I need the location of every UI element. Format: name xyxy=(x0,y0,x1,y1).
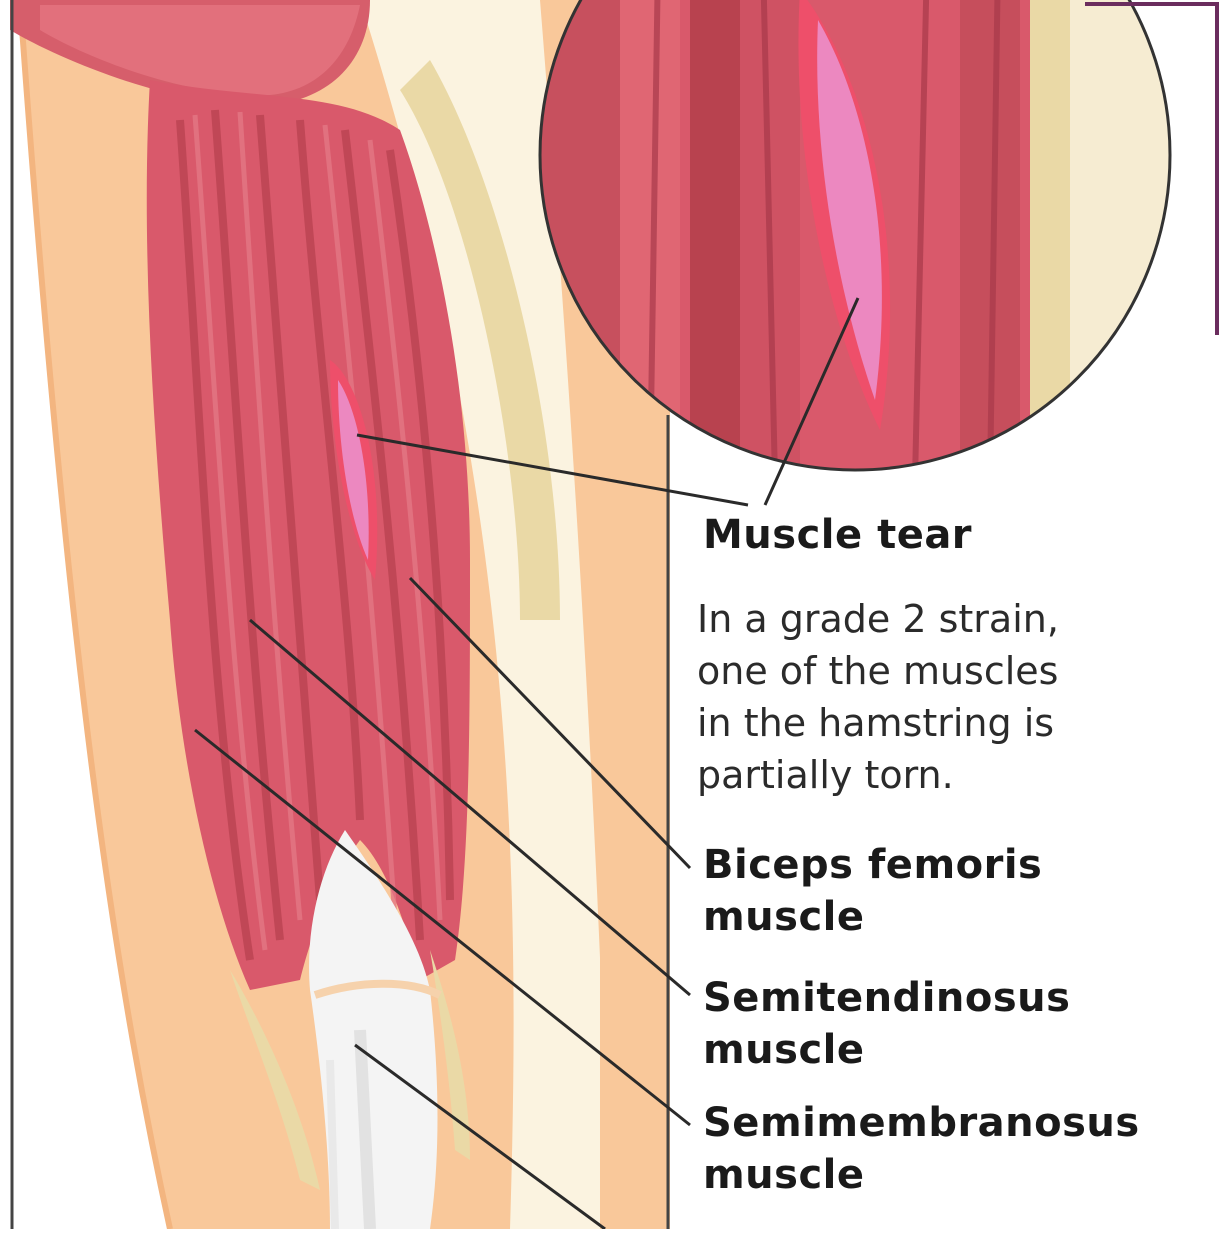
description-text: In a grade 2 strain, one of the muscles … xyxy=(697,593,1059,801)
label-line: Semitendinosus xyxy=(703,972,1070,1024)
label-semimembranosus: Semimembranosus muscle xyxy=(703,1097,1140,1201)
label-line: muscle xyxy=(703,891,1042,943)
label-muscle-tear: Muscle tear xyxy=(703,509,972,561)
description-line: in the hamstring is xyxy=(697,697,1059,749)
label-line: muscle xyxy=(703,1149,1140,1201)
label-line: Biceps femoris xyxy=(703,839,1042,891)
label-semitendinosus: Semitendinosus muscle xyxy=(703,972,1070,1076)
label-biceps-femoris: Biceps femoris muscle xyxy=(703,839,1042,943)
description-line: In a grade 2 strain, xyxy=(697,593,1059,645)
description-line: partially torn. xyxy=(697,749,1059,801)
label-line: muscle xyxy=(703,1024,1070,1076)
description-line: one of the muscles xyxy=(697,645,1059,697)
label-line: Semimembranosus xyxy=(703,1097,1140,1149)
